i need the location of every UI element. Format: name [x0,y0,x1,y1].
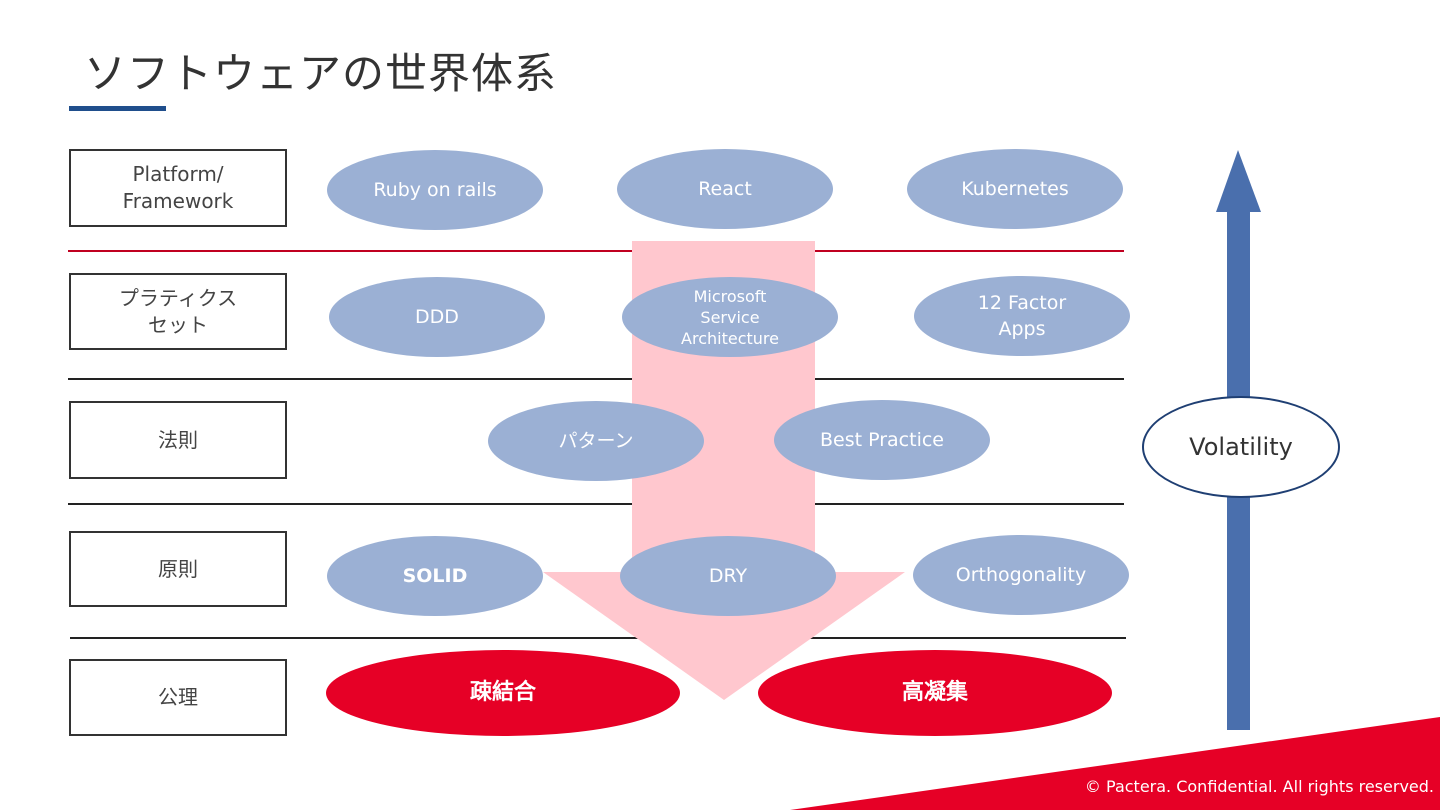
node-loose-coupling: 疎結合 [326,650,680,736]
node-ruby-on-rails: Ruby on rails [327,150,543,230]
node-orthogonality: Orthogonality [913,535,1129,615]
node-high-cohesion: 高凝集 [758,650,1112,736]
node-12-factor-apps: 12 Factor Apps [914,276,1130,356]
node-best-practice: Best Practice [774,400,990,480]
volatility-label: Volatility [1142,396,1340,498]
row-label-axioms: 公理 [69,659,287,736]
title-underline [69,106,166,111]
page-title: ソフトウェアの世界体系 [84,49,558,98]
node-kubernetes: Kubernetes [907,149,1123,229]
row-label-laws: 法則 [69,401,287,479]
node-react: React [617,149,833,229]
footer-copyright: © Pactera. Confidential. All rights rese… [1084,777,1434,796]
node-solid: SOLID [327,536,543,616]
row-label-principles: 原則 [69,531,287,607]
node-pattern: パターン [488,401,704,481]
row-label-practices: プラティクス セット [69,273,287,350]
node-ddd: DDD [329,277,545,357]
node-dry: DRY [620,536,836,616]
footer-band [790,717,1440,810]
node-microsoft-service-architecture: Microsoft Service Architecture [622,277,838,357]
row-label-platform: Platform/ Framework [69,149,287,227]
